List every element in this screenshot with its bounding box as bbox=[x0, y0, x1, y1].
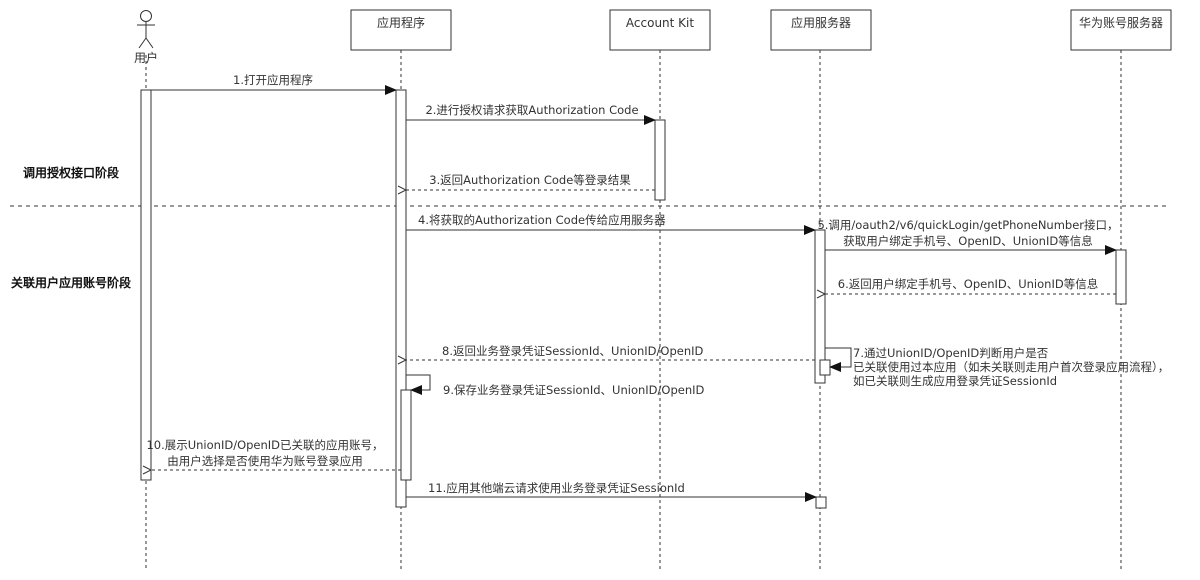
message-label: 10.展示UnionID/OpenID已关联的应用账号， bbox=[146, 438, 383, 452]
message-label: 9.保存业务登录凭证SessionId、UnionID/OpenID bbox=[443, 383, 704, 397]
message-label: 2.进行授权请求获取Authorization Code bbox=[425, 103, 638, 117]
message-8: 8.返回业务登录凭证SessionId、UnionID/OpenID bbox=[406, 344, 815, 360]
activation-user bbox=[140, 89, 152, 481]
message-label: 获取用户绑定手机号、OpenID、UnionID等信息 bbox=[843, 234, 1092, 248]
participant-label: 华为账号服务器 bbox=[1079, 15, 1163, 30]
message-4: 4.将获取的Authorization Code传给应用服务器 bbox=[406, 213, 816, 235]
actor-user: 用户 bbox=[134, 10, 158, 65]
phase-label-link-account: 关联用户应用账号阶段 bbox=[11, 275, 132, 290]
message-label: 5.调用/oauth2/v6/quickLogin/getPhoneNumber… bbox=[817, 218, 1118, 232]
participant-label: Account Kit bbox=[626, 16, 694, 30]
message-6: 6.返回用户绑定手机号、OpenID、UnionID等信息 bbox=[825, 277, 1116, 294]
message-label: 由用户选择是否使用华为账号登录应用 bbox=[167, 454, 363, 468]
message-2: 2.进行授权请求获取Authorization Code bbox=[406, 103, 656, 125]
participant-label: 应用服务器 bbox=[791, 15, 851, 30]
participant-huawei-server: 华为账号服务器 bbox=[1070, 9, 1172, 51]
activation-huawei bbox=[1115, 249, 1127, 305]
message-label: 4.将获取的Authorization Code传给应用服务器 bbox=[418, 213, 666, 227]
message-11: 11.应用其他端云请求使用业务登录凭证SessionId bbox=[406, 481, 817, 502]
message-label: 1.打开应用程序 bbox=[233, 73, 313, 87]
activations bbox=[140, 89, 1127, 509]
message-5: 5.调用/oauth2/v6/quickLogin/getPhoneNumber… bbox=[817, 218, 1119, 255]
participant-app-server: 应用服务器 bbox=[770, 9, 872, 51]
message-1: 1.打开应用程序 bbox=[151, 73, 397, 95]
message-7: 7.通过UnionID/OpenID判断用户是否 已关联使用过本应用（如未关联则… bbox=[825, 346, 1169, 388]
activation-app bbox=[395, 89, 407, 508]
message-9: 9.保存业务登录凭证SessionId、UnionID/OpenID bbox=[406, 374, 704, 397]
activation-app-nested bbox=[400, 389, 412, 481]
activation-server bbox=[814, 229, 826, 384]
message-3: 3.返回Authorization Code等登录结果 bbox=[406, 173, 655, 190]
messages: 1.打开应用程序 2.进行授权请求获取Authorization Code 3.… bbox=[146, 73, 1169, 502]
message-label: 如已关联则生成应用登录凭证SessionId bbox=[853, 374, 1057, 388]
participant-account-kit: Account Kit bbox=[609, 9, 711, 51]
activation-server-final bbox=[815, 496, 827, 509]
message-label: 7.通过UnionID/OpenID判断用户是否 bbox=[853, 346, 1049, 360]
message-label: 11.应用其他端云请求使用业务登录凭证SessionId bbox=[428, 481, 685, 495]
message-label: 6.返回用户绑定手机号、OpenID、UnionID等信息 bbox=[838, 277, 1098, 291]
message-10: 10.展示UnionID/OpenID已关联的应用账号， 由用户选择是否使用华为… bbox=[146, 438, 401, 470]
activation-server-nested bbox=[819, 359, 831, 376]
participant-app: 应用程序 bbox=[350, 9, 452, 51]
activation-kit bbox=[654, 119, 666, 201]
message-label: 3.返回Authorization Code等登录结果 bbox=[429, 173, 631, 187]
actor-label: 用户 bbox=[134, 50, 158, 65]
stick-figure-icon bbox=[137, 10, 155, 49]
participant-label: 应用程序 bbox=[377, 15, 425, 30]
message-label: 已关联使用过本应用（如未关联则走用户首次登录应用流程）， bbox=[853, 360, 1169, 374]
phase-label-authorize: 调用授权接口阶段 bbox=[23, 165, 120, 180]
message-label: 8.返回业务登录凭证SessionId、UnionID/OpenID bbox=[442, 344, 703, 358]
